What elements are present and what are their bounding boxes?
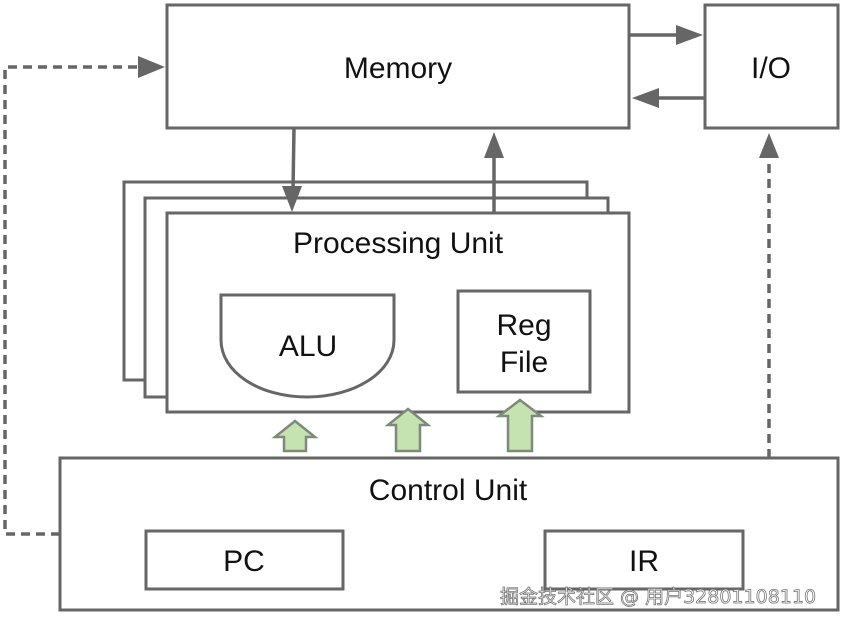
io-label: I/O (751, 52, 791, 85)
alu-label: ALU (279, 330, 337, 363)
ir-box (543, 529, 745, 591)
memory-to-io-arrow (629, 25, 703, 45)
control-to-io-dashed-arrow (759, 133, 779, 458)
reg-file-label-line1: Reg (496, 309, 551, 342)
memory-box (165, 3, 631, 130)
alu-shape (219, 293, 396, 399)
reg-file-label-line2: File (500, 346, 548, 379)
pc-box (144, 529, 345, 591)
control-signal-arrow-1 (271, 419, 319, 453)
memory-label: Memory (344, 52, 452, 85)
reg-file-box (456, 289, 592, 394)
pu-to-memory-arrow (484, 132, 504, 213)
ir-label: IR (629, 545, 659, 578)
control-to-memory-dashed-arrow (3, 56, 165, 536)
processing-unit-label: Processing Unit (293, 227, 504, 260)
io-to-memory-arrow (632, 88, 705, 108)
io-box (703, 3, 840, 130)
control-signal-arrow-2 (384, 407, 432, 453)
control-unit-label: Control Unit (369, 474, 528, 507)
pc-label: PC (223, 545, 265, 578)
watermark-text: 掘金技术社区 @ 用户3280110811​0 (500, 586, 816, 608)
memory-to-pu-arrow (282, 127, 302, 212)
control-signal-arrow-3 (495, 398, 545, 453)
